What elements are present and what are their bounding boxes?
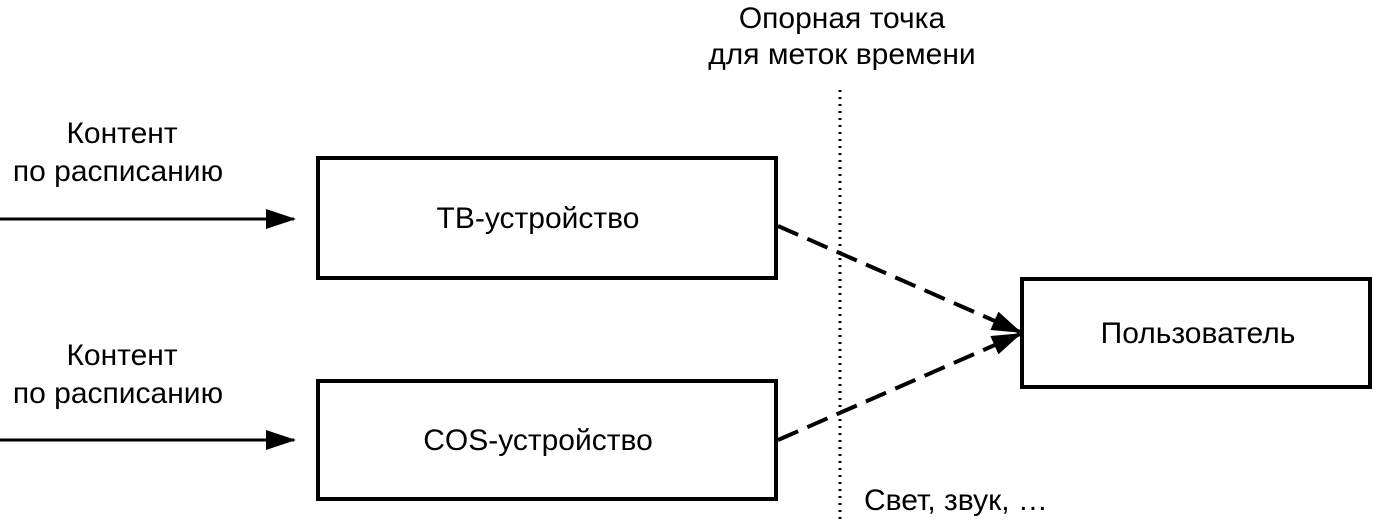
cos-to-user-arrow	[777, 332, 1022, 442]
cos-device-label: COS-устройство	[423, 424, 653, 457]
input-bottom-label-line2: по расписанию	[13, 377, 223, 410]
input-bottom-label-line1: Контент	[66, 339, 177, 372]
input-top-label-line1: Контент	[66, 117, 177, 150]
input-top-label-line2: по расписанию	[13, 155, 223, 188]
reference-point-label-line2: для меток времени	[708, 38, 975, 71]
user-box	[1020, 277, 1372, 389]
output-note: Свет, звук, …	[864, 484, 1048, 517]
tv-device-label: ТВ-устройство	[437, 202, 640, 235]
user-label: Пользователь	[1101, 317, 1296, 350]
cos-device-box	[316, 379, 778, 501]
reference-point-label-line1: Опорная точка	[739, 2, 946, 35]
tv-device-box	[316, 156, 778, 280]
tv-to-user-arrow	[777, 224, 1022, 334]
